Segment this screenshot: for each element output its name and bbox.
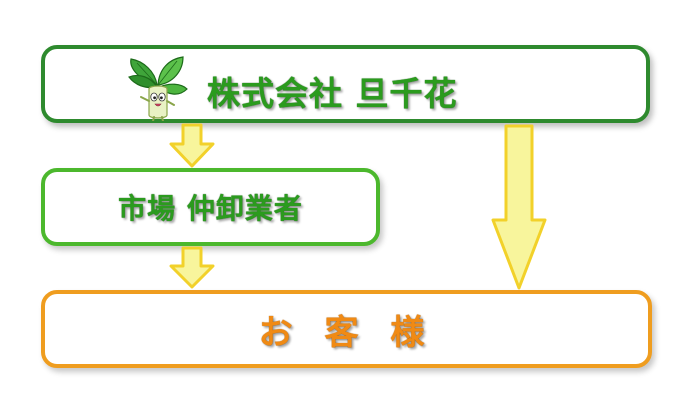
market-wholesaler-name: 市場 仲卸業者 (118, 192, 303, 225)
customer-name: お 客 様 (258, 312, 435, 353)
company-box: 株式会社 旦千花 (41, 45, 650, 123)
customer-box: お 客 様 (41, 290, 652, 368)
arrow-down-market-to-customer (169, 246, 215, 289)
arrow-down-company-to-customer (491, 124, 547, 290)
leaf-mascot-icon (128, 56, 188, 121)
market-wholesaler-box: 市場 仲卸業者 (41, 168, 380, 246)
arrow-down-company-to-market (169, 123, 215, 168)
company-name: 株式会社 旦千花 (207, 74, 458, 113)
